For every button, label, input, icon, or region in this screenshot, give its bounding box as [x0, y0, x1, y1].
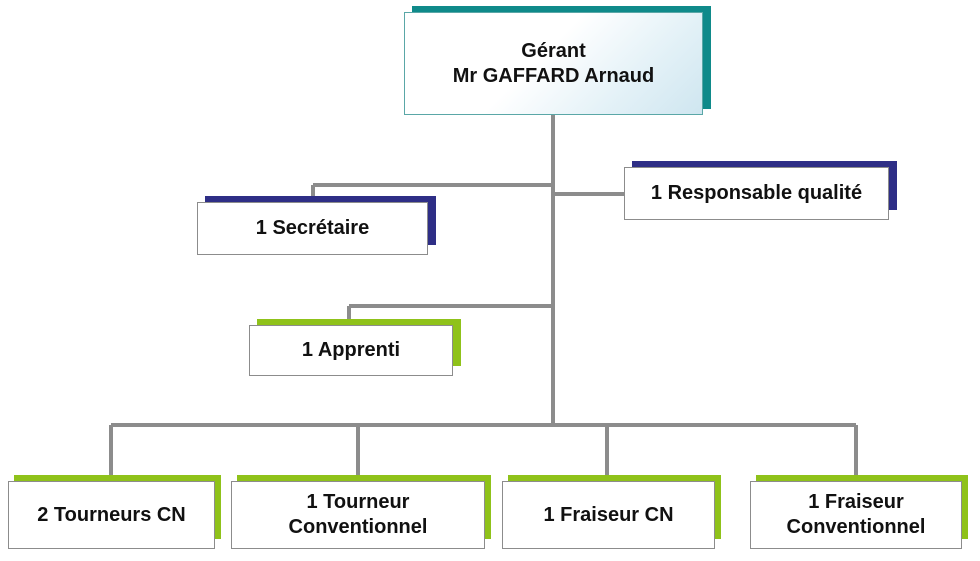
node-quality: 1 Responsable qualité [624, 161, 897, 220]
node-fraiseur-conventionnel-box: 1 Fraiseur Conventionnel [750, 481, 962, 549]
node-tourneurs-cn: 2 Tourneurs CN [8, 475, 221, 549]
node-fraiseur-cn-box: 1 Fraiseur CN [502, 481, 715, 549]
node-tourneur-conventionnel: 1 Tourneur Conventionnel [231, 475, 491, 549]
node-fraiseur-conventionnel: 1 Fraiseur Conventionnel [750, 475, 968, 549]
node-tourneurs-cn-box: 2 Tourneurs CN [8, 481, 215, 549]
gerant-title: Gérant [521, 39, 586, 62]
gerant-name: Mr GAFFARD Arnaud [452, 64, 655, 87]
node-gerant: Gérant Mr GAFFARD Arnaud [404, 6, 711, 115]
node-gerant-box: Gérant Mr GAFFARD Arnaud [404, 12, 703, 115]
node-fraiseur-cn: 1 Fraiseur CN [502, 475, 721, 549]
node-apprentice-box: 1 Apprenti [249, 325, 453, 376]
node-secretary-box: 1 Secrétaire [197, 202, 428, 255]
node-tourneur-conventionnel-box: 1 Tourneur Conventionnel [231, 481, 485, 549]
node-secretary: 1 Secrétaire [197, 196, 436, 255]
node-apprentice: 1 Apprenti [249, 319, 461, 376]
node-quality-box: 1 Responsable qualité [624, 167, 889, 220]
